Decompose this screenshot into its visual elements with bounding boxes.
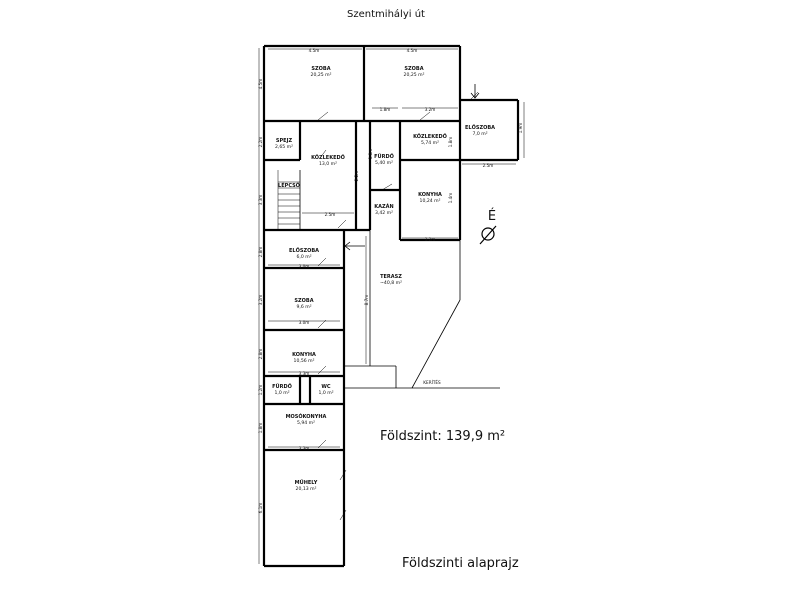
room-name: SPEJZ [276, 138, 293, 144]
plan-title: Földszinti alaprajz [402, 556, 519, 571]
dimension-label: 3.3m [299, 446, 310, 451]
doors [317, 91, 479, 521]
room-name: SZOBA [294, 298, 313, 304]
room-area: 20,25 m² [311, 72, 332, 78]
dimension-label: 1.8m [448, 137, 453, 148]
dimension-label: 3.2m [425, 237, 436, 242]
dimension-label: 3.2m [425, 107, 436, 112]
room-area: 5,74 m² [421, 140, 439, 146]
room-area: 20,13 m² [296, 486, 317, 492]
dimension-label: 6.1m [258, 503, 263, 514]
dimension-label: 2.8m [258, 247, 263, 258]
dimension-label: 8.7m [364, 295, 369, 306]
room-name: SZOBA [311, 66, 330, 72]
room-name: ELŐSZOBA [465, 124, 495, 131]
dimension-label: 3.2m [258, 295, 263, 306]
dimension-label: 1.8m [380, 107, 391, 112]
walls [262, 44, 520, 568]
room-name: KONYHA [292, 352, 316, 358]
room-name: FÜRDŐ [374, 153, 394, 160]
room-name: KÖZLEKEDŐ [311, 154, 345, 161]
dimension-label: 4.5m [258, 79, 263, 90]
dimension-label: 3.0m [299, 264, 310, 269]
room-name: MŰHELY [295, 479, 318, 486]
dimension-label: 1.8m [368, 149, 373, 160]
dimension-label: 4.5m [309, 48, 320, 53]
room-name: KÖZLEKEDŐ [413, 133, 447, 140]
room-area: 10,24 m² [420, 198, 441, 204]
room-area: 9,6 m² [296, 304, 311, 310]
dimension-label: 1.4m [448, 193, 453, 204]
dimension-label: 2.8m [258, 349, 263, 360]
room-name: ELŐSZOBA [289, 247, 319, 254]
room-area: 5,40 m² [375, 160, 393, 166]
dimension-labels: 4.5m 4.5m 1.8m 3.2m 2.5m 2.5m 3.0m 3.0m … [258, 48, 523, 513]
floor-area-label: Földszint: 139,9 m² [380, 429, 505, 444]
room-area: 13,0 m² [319, 161, 337, 167]
dimension-label: 3.0m [299, 320, 310, 325]
entrance-arrows [344, 84, 480, 251]
dimension-label: 4.5m [407, 48, 418, 53]
dimension-label: 2.5m [483, 163, 494, 168]
room-area: 10,56 m² [294, 358, 315, 364]
room-area: 7,0 m² [472, 131, 487, 137]
dimension-lines [258, 48, 525, 564]
room-area: ~40,8 m² [380, 280, 402, 286]
room-area: 5,94 m² [297, 420, 315, 426]
dimension-label: 1.2m [258, 385, 263, 396]
room-area: 1,0 m² [274, 390, 289, 396]
stair-treads [277, 170, 300, 230]
north-label: É [488, 208, 496, 224]
north-arrow-icon: É [479, 208, 497, 245]
room-name: KONYHA [418, 192, 442, 198]
dimension-label: 2.5m [325, 212, 336, 217]
room-name: TERASZ [380, 274, 402, 280]
dimension-label: 1.8m [258, 423, 263, 434]
room-name: KAZÁN [374, 203, 393, 210]
dimension-label: 3.3m [258, 195, 263, 206]
room-area: 3,42 m² [375, 210, 393, 216]
room-name: SZOBA [404, 66, 423, 72]
street-label: Szentmihályi út [347, 8, 425, 20]
dimension-label: 3.3m [299, 371, 310, 376]
room-name: MOSÓKONYHA [286, 413, 327, 420]
fence-label: KERÍTÉS [423, 380, 441, 385]
dimension-label: 2.2m [258, 137, 263, 148]
room-area: 6,0 m² [296, 254, 311, 260]
room-labels: SZOBA 20,25 m² SZOBA 20,25 m² SPEJZ 2,65… [272, 66, 495, 492]
dimension-label: 1.9m [518, 123, 523, 134]
room-name: WC [321, 384, 331, 390]
room-name: LÉPCSŐ [278, 181, 300, 189]
terrace-outline [344, 230, 500, 389]
room-name: FÜRDŐ [272, 383, 292, 390]
room-area: 2,65 m² [275, 144, 293, 150]
room-area: 1,0 m² [318, 390, 333, 396]
room-area: 20,25 m² [404, 72, 425, 78]
dimension-label: 2.2m [354, 171, 359, 182]
